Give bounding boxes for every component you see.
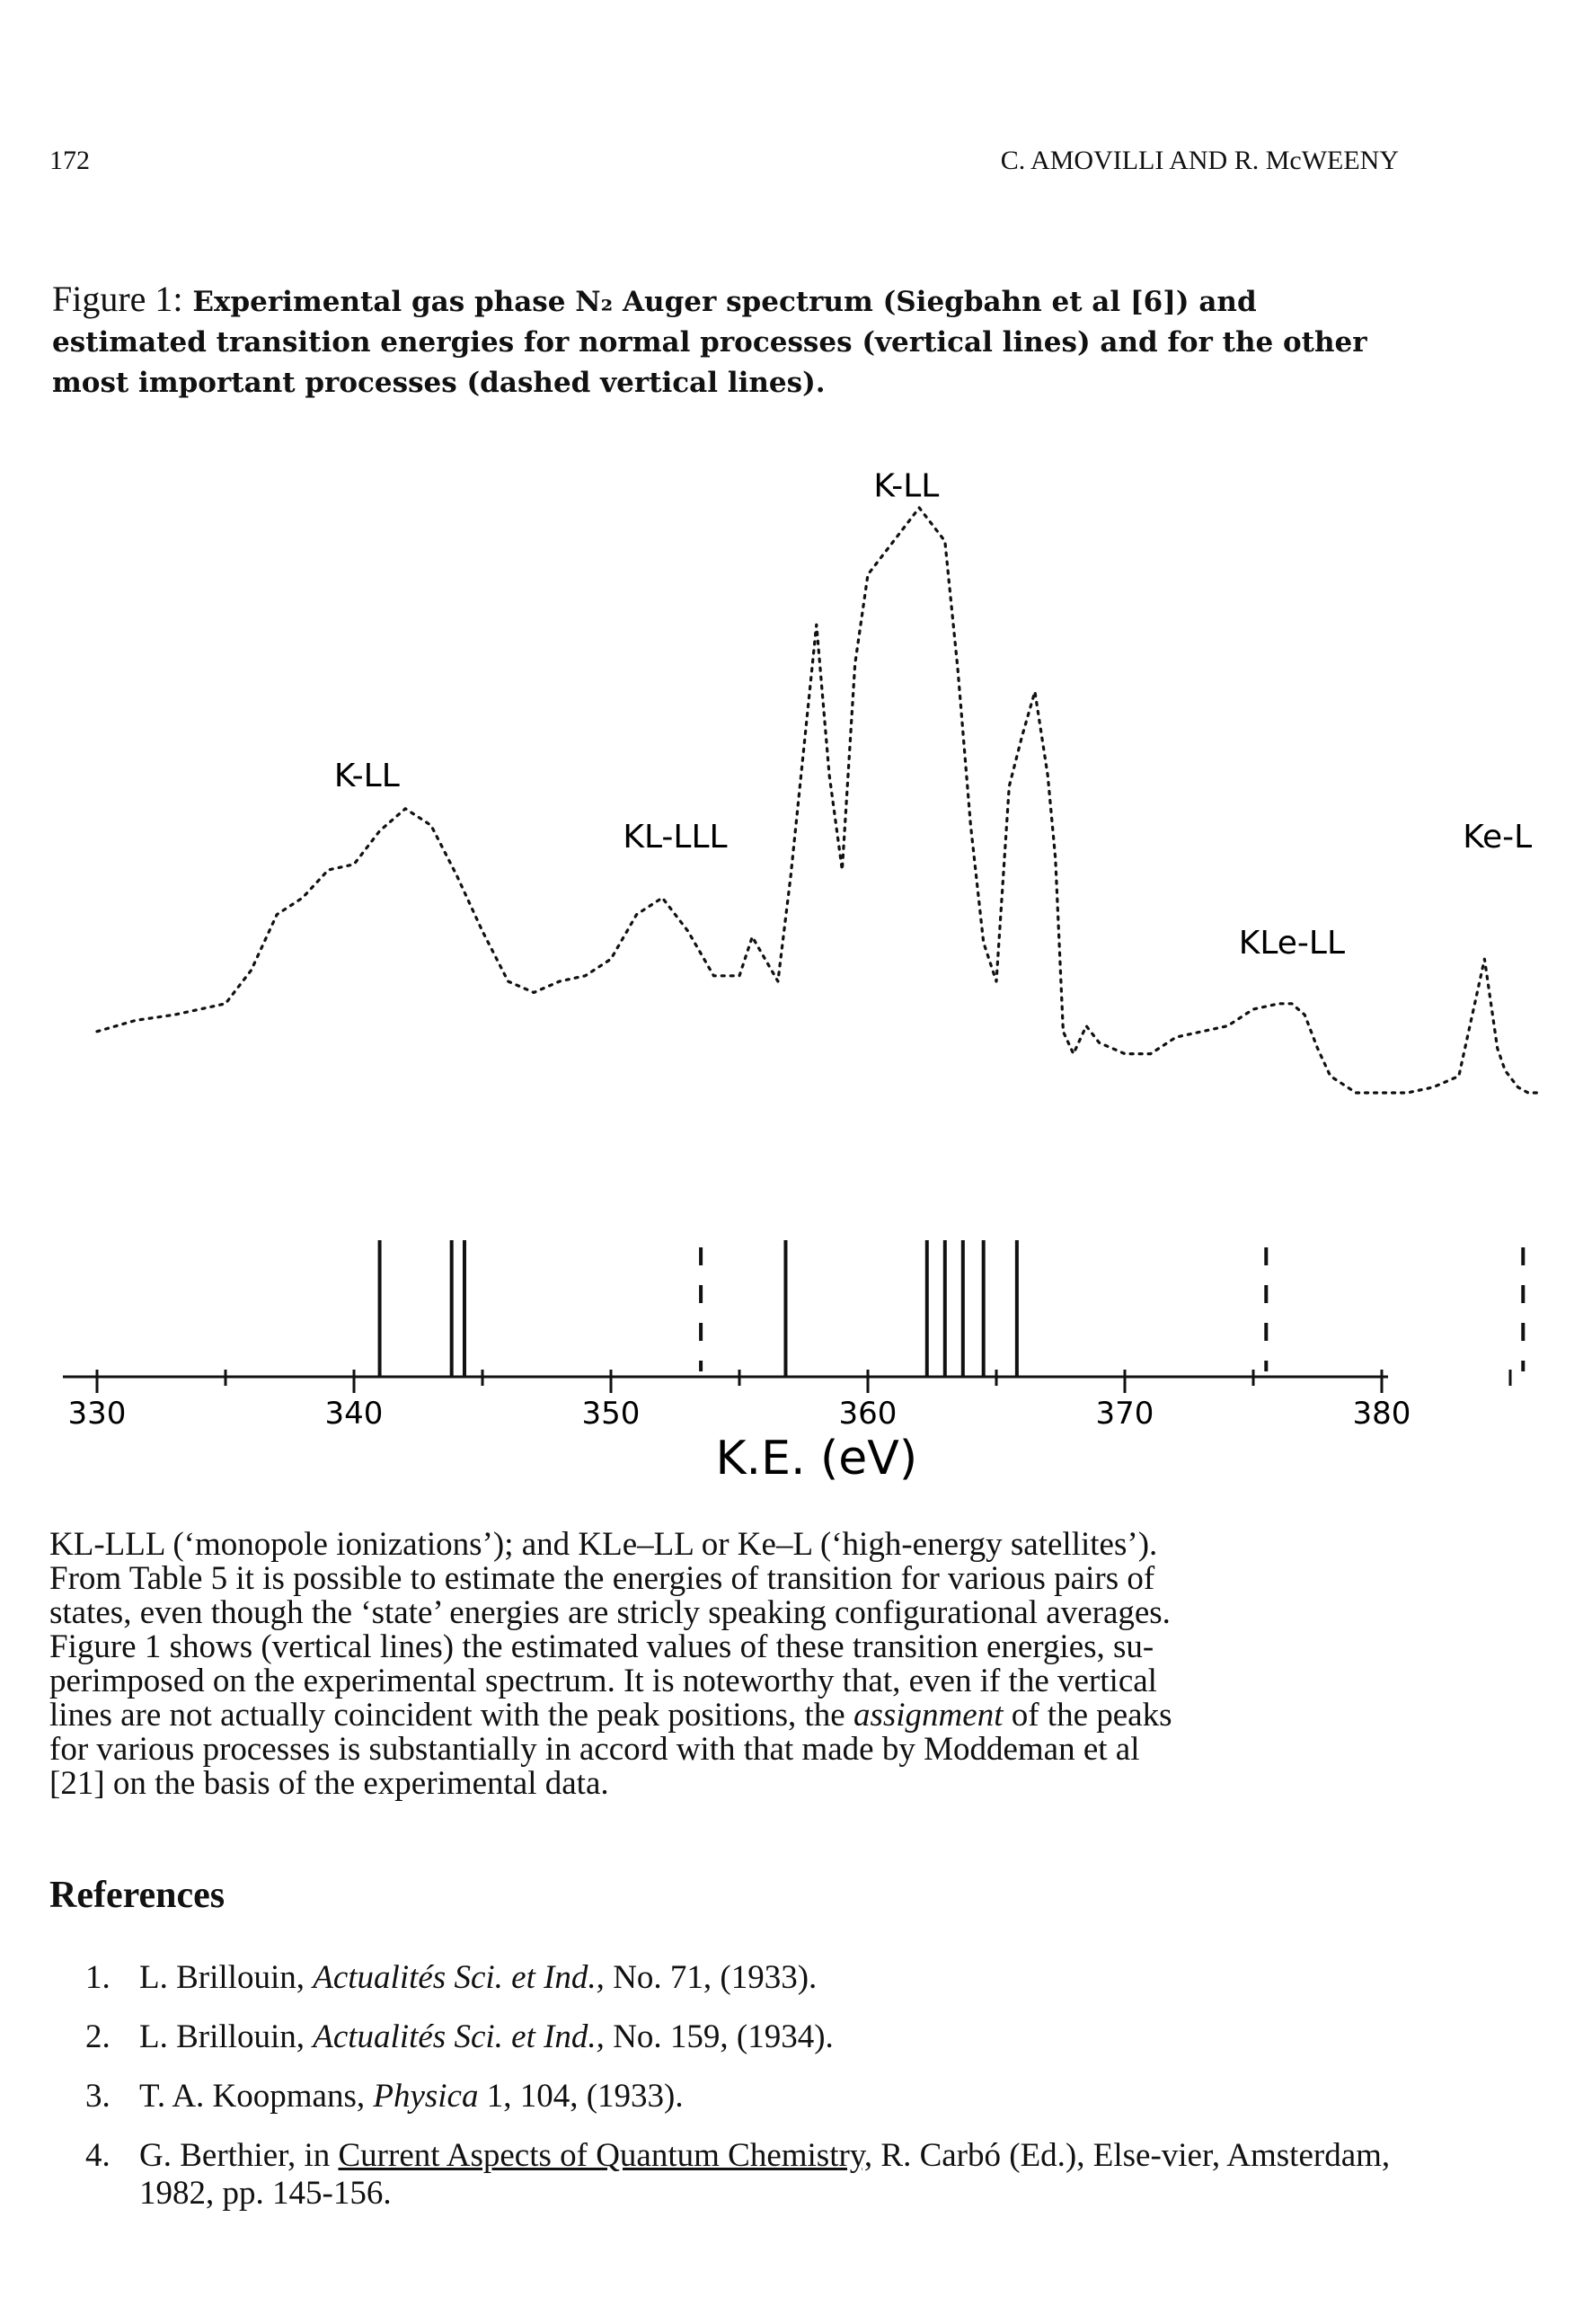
paragraph-line: for various processes is substantially i… bbox=[49, 1731, 1140, 1768]
references-heading: References bbox=[49, 1875, 226, 1916]
reference-text: R. Carbó (Ed.), Else-vier, Amsterdam, 19… bbox=[139, 2137, 1391, 2212]
spectrum-layer bbox=[95, 506, 1543, 1095]
reference-text: No. 71, (1933). bbox=[604, 1959, 818, 1996]
reference-number: 3. bbox=[85, 2078, 111, 2115]
reference-journal: Physica bbox=[373, 2078, 479, 2115]
paragraph-text: lines are not actually coincident with t… bbox=[49, 1697, 853, 1734]
paragraph-line: Figure 1 shows (vertical lines) the esti… bbox=[49, 1628, 1154, 1665]
peak-annotation-label: K-LL bbox=[334, 758, 400, 794]
reference-text: T. A. Koopmans, bbox=[139, 2078, 374, 2115]
paragraph-line: [21] on the basis of the experimental da… bbox=[49, 1765, 609, 1802]
x-tick-label: 370 bbox=[1096, 1396, 1154, 1432]
x-tick-label: 330 bbox=[68, 1396, 127, 1432]
reference-item: 2. L. Brillouin, Actualités Sci. et Ind.… bbox=[85, 2018, 1415, 2056]
reference-item: 4. G. Berthier, in Current Aspects of Qu… bbox=[85, 2137, 1415, 2213]
x-tick-label: 350 bbox=[582, 1396, 641, 1432]
transition-lines-layer bbox=[377, 1240, 1526, 1377]
annotation-layer: K-LL K-LL KL-LLL Ke-L KLe-LL bbox=[334, 468, 1532, 962]
reference-text: L. Brillouin, bbox=[139, 2018, 314, 2055]
paragraph-line: KL-LLL (‘monopole ionizations’); and KLe… bbox=[49, 1526, 1158, 1563]
peak-annotation-label: K-LL bbox=[873, 468, 939, 505]
peak-annotation-label: KLe-LL bbox=[1239, 925, 1345, 962]
reference-number: 4. bbox=[85, 2137, 111, 2174]
paragraph-line: lines are not actually coincident with t… bbox=[49, 1699, 1411, 1733]
peak-annotation-label: Ke-L bbox=[1463, 819, 1532, 856]
figure-label: Figure 1: bbox=[52, 279, 183, 319]
reference-journal: Actualités Sci. et Ind., bbox=[313, 1959, 605, 1996]
reference-item: 1. L. Brillouin, Actualités Sci. et Ind.… bbox=[85, 1959, 1415, 1997]
x-axis-label: K.E. (eV) bbox=[715, 1432, 917, 1486]
paragraph-line: From Table 5 it is possible to estimate … bbox=[49, 1560, 1155, 1597]
reference-text: L. Brillouin, bbox=[139, 1959, 314, 1996]
references-list: 1. L. Brillouin, Actualités Sci. et Ind.… bbox=[85, 1959, 1415, 2234]
reference-text: No. 159, (1934). bbox=[604, 2018, 834, 2055]
paragraph-line: perimposed on the experimental spectrum.… bbox=[49, 1663, 1157, 1699]
reference-number: 2. bbox=[85, 2018, 111, 2055]
emphasis-assignment: assignment bbox=[853, 1697, 1004, 1734]
x-tick-label: 360 bbox=[839, 1396, 898, 1432]
reference-text: 1, 104, (1933). bbox=[478, 2078, 684, 2115]
paragraph-text: of the peaks bbox=[1003, 1697, 1172, 1734]
reference-item: 3. T. A. Koopmans, Physica 1, 104, (1933… bbox=[85, 2078, 1415, 2116]
spectrum-series bbox=[95, 506, 1543, 1095]
reference-book-title: Current Aspects of Quantum Chemistry, bbox=[338, 2137, 873, 2174]
x-tick-label: 340 bbox=[325, 1396, 384, 1432]
paragraph-line: states, even though the ‘state’ energies… bbox=[49, 1594, 1171, 1631]
peak-annotation-label: KL-LLL bbox=[623, 819, 727, 856]
page-number: 172 bbox=[49, 146, 90, 175]
running-head-authors: C. AMOVILLI AND R. McWEENY bbox=[1000, 146, 1399, 175]
figure-caption-text: Experimental gas phase N₂ Auger spectrum… bbox=[52, 286, 1367, 399]
x-tick-label: 380 bbox=[1353, 1396, 1411, 1432]
reference-text: G. Berthier, in bbox=[139, 2137, 339, 2174]
reference-number: 1. bbox=[85, 1959, 111, 1996]
reference-journal: Actualités Sci. et Ind., bbox=[313, 2018, 605, 2055]
figure-caption: Figure 1: Experimental gas phase N₂ Auge… bbox=[52, 279, 1418, 404]
body-paragraph: KL-LLL (‘monopole ionizations’); and KLe… bbox=[49, 1528, 1411, 1801]
